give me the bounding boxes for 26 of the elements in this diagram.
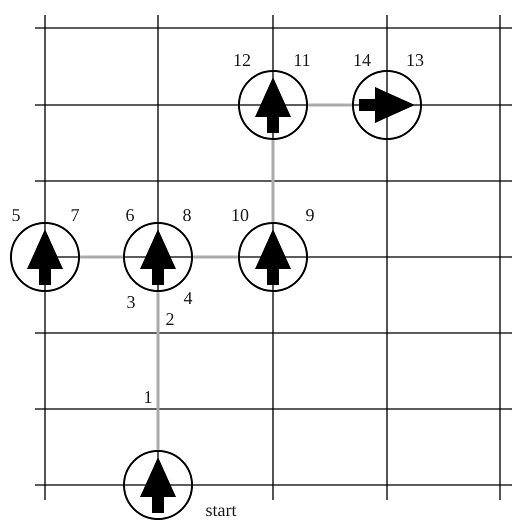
path-line: [272, 140, 274, 222]
node-caption: start: [206, 501, 236, 519]
step-number: 6: [126, 206, 134, 224]
step-number: 7: [70, 206, 80, 224]
path-line: [156, 292, 160, 450]
step-number: 3: [126, 293, 136, 311]
path-line: [80, 256, 123, 258]
circle-node: [238, 222, 308, 292]
step-number: 2: [166, 310, 174, 328]
circle-node: [238, 70, 308, 140]
step-number: 13: [406, 51, 424, 69]
path-line: [308, 104, 352, 106]
circle-node: [123, 222, 193, 292]
path-line: [193, 256, 238, 258]
step-number: 11: [293, 51, 311, 69]
circle-node: [123, 450, 193, 520]
step-number: 4: [184, 289, 192, 307]
step-number: 5: [12, 206, 20, 224]
step-number: 14: [353, 51, 371, 69]
circle-node: [352, 70, 422, 140]
step-number: 1: [144, 388, 152, 406]
step-number: 10: [231, 206, 249, 224]
step-number: 8: [182, 206, 192, 224]
step-number: 12: [233, 51, 251, 69]
circle-node: [10, 222, 80, 292]
step-number: 9: [306, 206, 314, 224]
